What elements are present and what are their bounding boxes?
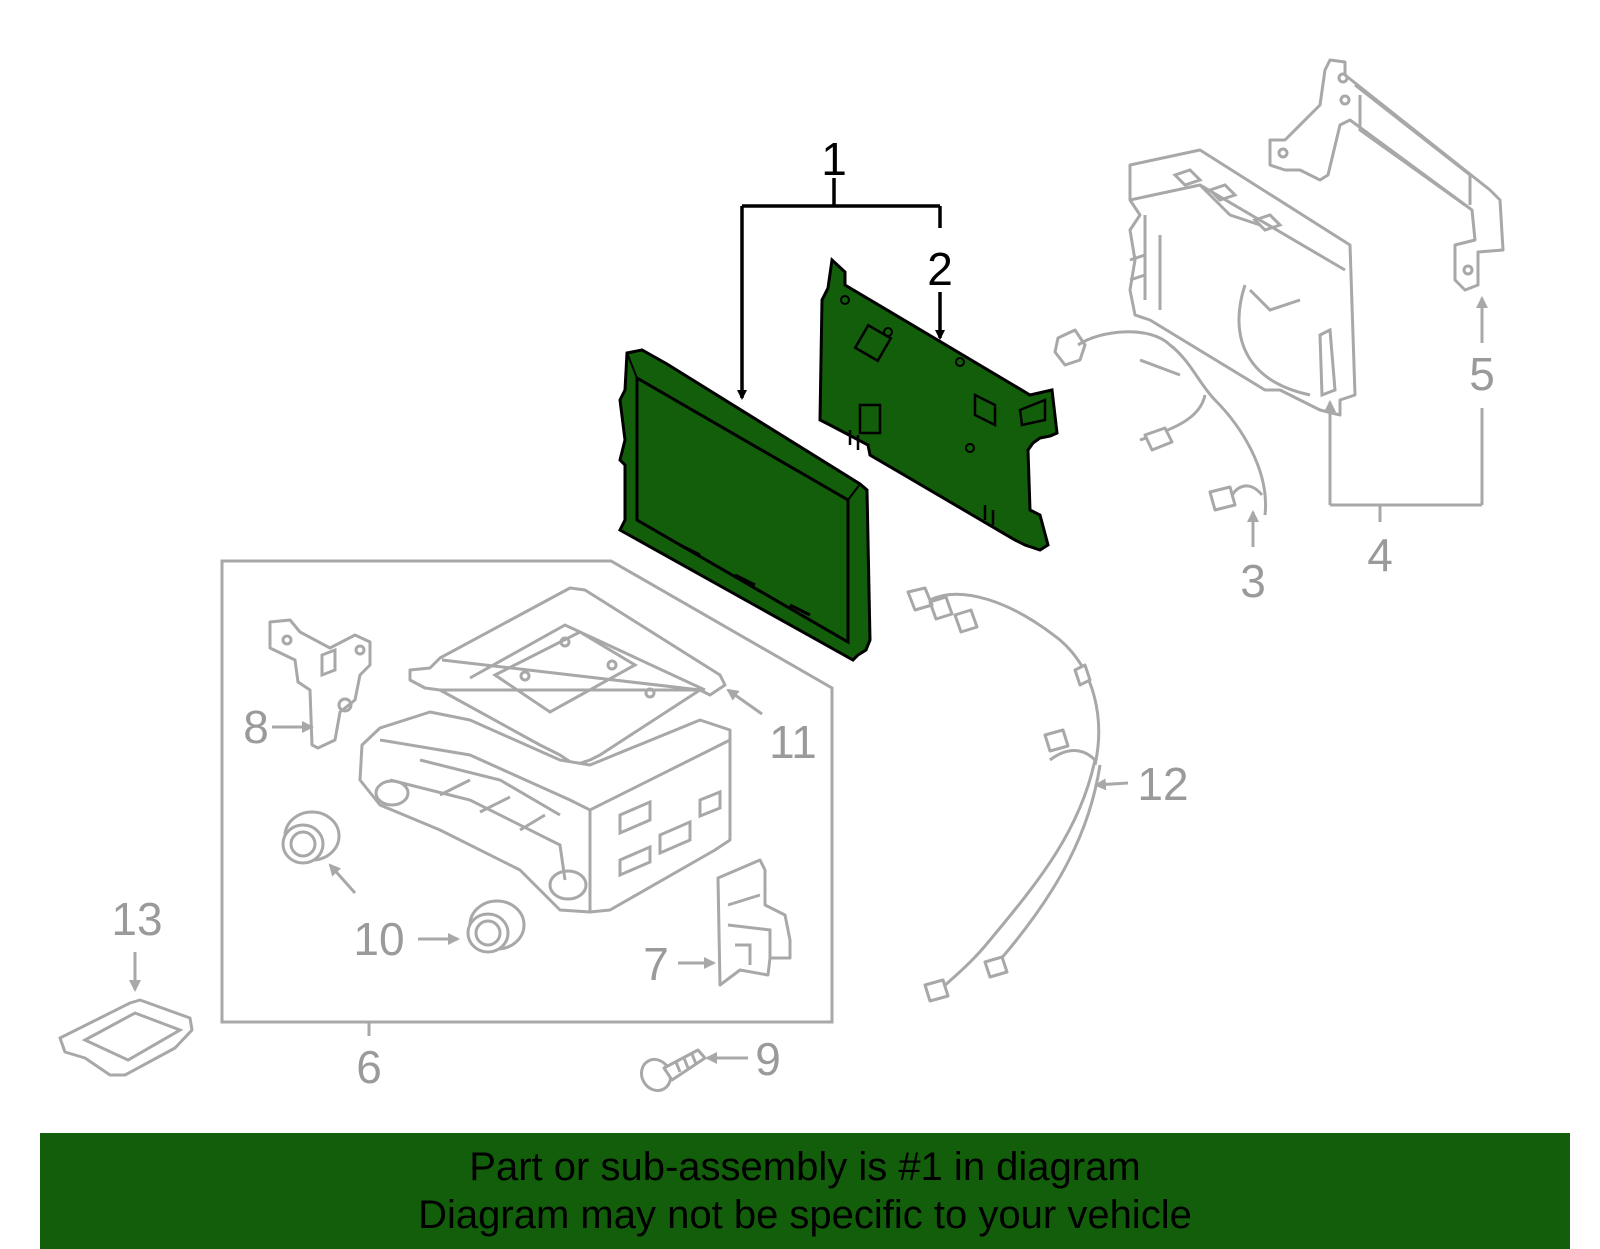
callout-6: 6 [356, 1041, 382, 1093]
part-5-bracket [1268, 58, 1505, 292]
part-6-radio [358, 710, 732, 914]
callout-13: 13 [111, 893, 162, 945]
callout-7: 7 [643, 938, 669, 990]
callout-3: 3 [1240, 555, 1266, 607]
info-banner: Part or sub-assembly is #1 in diagram Di… [40, 1133, 1570, 1249]
callout-11: 11 [769, 716, 817, 768]
callout-12: 12 [1137, 758, 1188, 810]
callout-9: 9 [755, 1033, 781, 1085]
part-9-screw [639, 1048, 707, 1093]
part-11-cover [408, 586, 727, 767]
callout-5: 5 [1469, 348, 1495, 400]
callout-2: 2 [927, 243, 953, 295]
callout-10: 10 [353, 913, 404, 965]
leader-lines [129, 178, 1488, 1064]
banner-line-1: Part or sub-assembly is #1 in diagram [469, 1145, 1141, 1189]
callout-8: 8 [243, 701, 269, 753]
part-8-bracket [268, 618, 372, 750]
part-4-chassis [1128, 148, 1357, 417]
part-12-harness [906, 586, 1102, 1003]
part-3-harness [1053, 328, 1268, 516]
callout-4: 4 [1367, 529, 1393, 581]
part-7-bracket [716, 858, 792, 987]
part-1-display [618, 348, 872, 662]
callout-1: 1 [821, 133, 847, 185]
part-13-tray [58, 998, 194, 1077]
part-6-group-box [220, 559, 834, 1024]
part-2-board [818, 256, 1059, 552]
banner-line-2: Diagram may not be specific to your vehi… [418, 1193, 1192, 1237]
part-10-knobs [281, 810, 526, 954]
